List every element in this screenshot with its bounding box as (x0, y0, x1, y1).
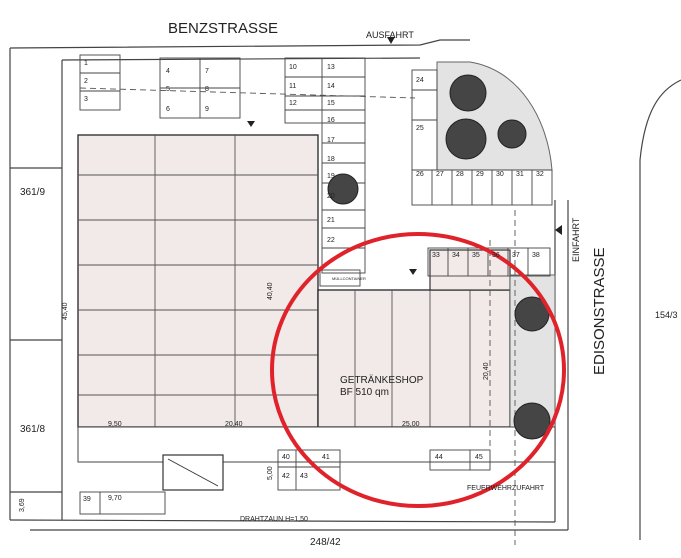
dim-20-40-horiz: 20,40 (225, 421, 243, 428)
parking-space-number: 13 (327, 64, 335, 71)
arrow-icon (409, 269, 417, 275)
parking-space-number: 45 (475, 454, 483, 461)
ramp-diagonal (167, 458, 219, 487)
dim-40-40: 40,40 (267, 282, 274, 300)
parking-space-number: 21 (327, 217, 335, 224)
parking-space-number: 19 (327, 173, 335, 180)
street-edisonstrasse: EDISONSTRASSE (591, 247, 608, 375)
parking-space-number: 17 (327, 137, 335, 144)
dim-45-40: 45,40 (62, 302, 69, 320)
label-ausfahrt: AUSFAHRT (366, 30, 414, 40)
dim-25-00: 25,00 (402, 421, 420, 428)
dim-9-70: 9,70 (108, 495, 122, 502)
parking-space-number: 39 (83, 496, 91, 503)
parking-space-number: 37 (512, 252, 520, 259)
parking-space-number: 22 (327, 237, 335, 244)
parking-space-number: 34 (452, 252, 460, 259)
tree (497, 119, 527, 149)
label-muellcontainer: MÜLLCONTAINER (332, 276, 366, 281)
trees (327, 74, 551, 440)
parking-space-number: 15 (327, 100, 335, 107)
parcel-361-9: 361/9 (20, 187, 45, 198)
parking-space-number: 12 (289, 100, 297, 107)
parking-space-number: 3 (84, 96, 88, 103)
parking-space-number: 43 (300, 473, 308, 480)
parking-space-number: 9 (205, 106, 209, 113)
parking-space-number: 32 (536, 171, 544, 178)
road-curve (639, 79, 681, 161)
arrows (247, 37, 562, 275)
parking-grid-top (79, 54, 553, 515)
parking-space-number: 6 (166, 106, 170, 113)
arrow-icon (247, 121, 255, 127)
parking-space-number: 2 (84, 78, 88, 85)
shop-grid-lines (354, 290, 471, 427)
parking-space-number: 8 (205, 86, 209, 93)
bottom-band (77, 426, 556, 463)
shop-area: BF 510 qm (340, 387, 389, 398)
dim-20-40-vert: 20,40 (483, 362, 490, 380)
label-einfahrt: EINFAHRT (571, 217, 581, 262)
shop-name: GETRÄNKESHOP (340, 374, 424, 386)
dim-3-69: 3,69 (19, 498, 26, 512)
street-benzstrasse: BENZSTRASSE (168, 20, 278, 37)
parking-space-number: 33 (432, 252, 440, 259)
label-feuerwehrzufahrt: FEUERWEHRZUFAHRT (467, 485, 545, 492)
parking-space-number: 41 (322, 454, 330, 461)
tree (445, 118, 487, 160)
parking-space-number: 7 (205, 68, 209, 75)
parking-space-number: 35 (472, 252, 480, 259)
arrow-icon (387, 37, 395, 44)
parking-space-number: 11 (289, 83, 296, 90)
parking-space-number: 26 (416, 171, 424, 178)
building-grid-lines (78, 135, 318, 427)
parking-space-labels: 1234567891011121314151617181920212224252… (83, 60, 544, 503)
parking-space-number: 36 (492, 252, 500, 259)
parking-space-number: 24 (416, 77, 424, 84)
highlight-circle (270, 232, 566, 508)
parking-space-number: 29 (476, 171, 484, 178)
parking-space-number: 1 (84, 60, 88, 67)
parking-space-number: 5 (166, 86, 170, 93)
parcel-154-3: 154/3 (655, 310, 678, 320)
parking-space-number: 25 (416, 125, 424, 132)
shop-building (317, 289, 511, 428)
parking-space-number: 44 (435, 454, 443, 461)
parking-space-number: 20 (327, 193, 335, 200)
parking-space-number: 14 (327, 83, 335, 90)
parking-space-number: 16 (327, 117, 335, 124)
parking-space-number: 28 (456, 171, 464, 178)
parking-space-number: 18 (327, 156, 335, 163)
arrow-icon (555, 225, 562, 235)
parcel-361-8: 361/8 (20, 424, 45, 435)
parking-space-number: 27 (436, 171, 444, 178)
parking-space-number: 42 (282, 473, 290, 480)
main-building (77, 134, 319, 428)
parking-space-number: 30 (496, 171, 504, 178)
parcel-248-42: 248/42 (310, 537, 341, 548)
parking-space-number: 10 (289, 64, 297, 71)
parking-space-number: 31 (516, 171, 524, 178)
parking-space-number: 4 (166, 68, 170, 75)
tree (327, 173, 359, 205)
parking-space-number: 40 (282, 454, 290, 461)
tree (513, 402, 551, 440)
dim-5-00: 5,00 (267, 466, 274, 480)
tree (449, 74, 487, 112)
parking-space-number: 38 (532, 252, 540, 259)
site-outline (9, 39, 569, 531)
label-drahtzaun: DRAHTZAUN H=1,50 (240, 516, 308, 523)
dim-9-50: 9,50 (108, 421, 122, 428)
